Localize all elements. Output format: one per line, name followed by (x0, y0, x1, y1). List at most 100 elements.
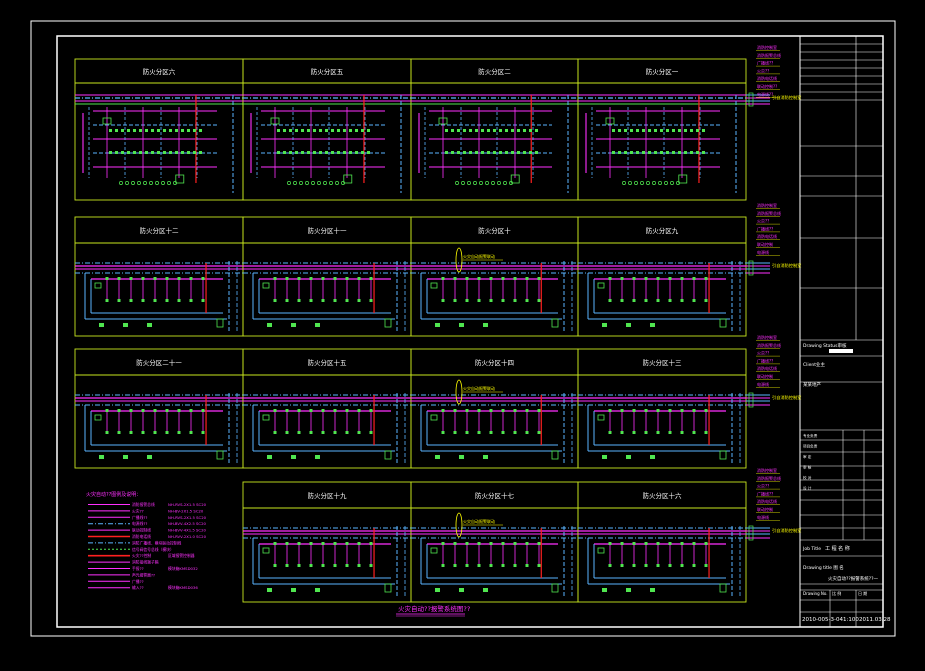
device-symbol (147, 455, 152, 459)
device-symbol (139, 151, 142, 154)
device-symbol (297, 277, 301, 280)
cable-label: 消防控制室 (757, 202, 777, 208)
zone-title: 防火分区十六 (643, 491, 683, 500)
device-symbol (151, 151, 154, 154)
zone-border (577, 216, 747, 337)
device-symbol (525, 542, 529, 545)
legend-label: 消防报警总线 (132, 502, 155, 507)
device-symbol (349, 129, 352, 132)
device-symbol (493, 151, 496, 154)
device-symbol (626, 455, 631, 459)
tap-label: 引自消防控制室 (772, 262, 801, 269)
device-symbol (459, 455, 464, 459)
device-symbol (459, 588, 464, 592)
device-symbol (267, 323, 272, 327)
device-symbol (668, 564, 672, 567)
device-symbol (537, 542, 541, 545)
module-box (605, 117, 615, 125)
device-symbol (309, 431, 313, 434)
device-symbol (337, 151, 340, 154)
device-symbol (301, 129, 304, 132)
device-symbol (141, 299, 145, 302)
device-symbol (325, 151, 328, 154)
device-symbol (333, 542, 337, 545)
cable-label: 火灾?? (757, 350, 769, 356)
device-symbol (692, 409, 696, 412)
legend-label: 火灾??控制 (132, 553, 151, 558)
cable-label: 消防电话线 (757, 365, 777, 371)
device-symbol (692, 542, 696, 545)
zone-title: 防火分区十四 (475, 358, 514, 367)
device-symbol (117, 409, 121, 412)
legend-label: 广播?? (132, 579, 144, 584)
device-symbol (529, 129, 532, 132)
device-symbol (477, 564, 481, 567)
device-symbol (151, 129, 154, 132)
device-symbol (321, 409, 325, 412)
fire-zone-panel: 防火分区二十一 (74, 348, 244, 469)
device-symbol (115, 129, 118, 132)
legend-label: 联动控制线 (132, 528, 151, 533)
device-symbol (267, 455, 272, 459)
approval-label: 审 核 (803, 465, 812, 470)
device-symbol (297, 431, 301, 434)
device-symbol (451, 151, 454, 154)
fire-zone-panel: 防火分区十五 (242, 348, 412, 469)
device-symbol (141, 277, 145, 280)
device-symbol (678, 129, 681, 132)
device-symbol (175, 129, 178, 132)
device-symbol (315, 588, 320, 592)
device-symbol (133, 151, 136, 154)
fire-zone-panel: 防火分区六 (74, 58, 244, 201)
device-symbol (654, 129, 657, 132)
cable-label: 消防报警总线 (757, 342, 781, 348)
module-box (597, 282, 605, 289)
device-symbol (513, 277, 517, 280)
device-symbol (489, 431, 493, 434)
device-symbol (187, 129, 190, 132)
device-symbol (291, 455, 296, 459)
zone-title: 防火分区二十一 (136, 358, 182, 367)
cable-label: 火灾?? (757, 67, 769, 73)
detector-symbol (299, 181, 303, 185)
device-symbol (435, 455, 440, 459)
zone-border (577, 58, 747, 201)
device-symbol (465, 277, 469, 280)
device-symbol (273, 277, 277, 280)
device-symbol (475, 129, 478, 132)
approval-label: 审 定 (803, 454, 812, 459)
drawing-title-label: Drawing title 图 名 (803, 564, 844, 571)
device-symbol (511, 151, 514, 154)
device-symbol (309, 564, 313, 567)
device-symbol (277, 129, 280, 132)
device-symbol (445, 129, 448, 132)
module-box (597, 547, 605, 554)
device-symbol (309, 277, 313, 280)
device-symbol (273, 542, 277, 545)
device-symbol (285, 542, 289, 545)
device-symbol (668, 409, 672, 412)
device-symbol (505, 151, 508, 154)
device-symbol (501, 409, 505, 412)
device-symbol (165, 277, 169, 280)
riser-ellipse (455, 512, 463, 538)
device-symbol (117, 277, 121, 280)
device-symbol (612, 151, 615, 154)
device-symbol (147, 323, 152, 327)
module-box (102, 117, 112, 125)
zone-row-1: 防火分区六防火分区五防火分区二防火分区一 (74, 58, 747, 201)
drawing-status-stamp (829, 349, 853, 353)
device-symbol (656, 299, 660, 302)
device-symbol (201, 299, 205, 302)
device-symbol (153, 299, 157, 302)
module-box (719, 450, 727, 460)
diagram-caption-group: 火灾自动??报警系统图?? (396, 604, 470, 617)
detector-symbol (497, 181, 501, 185)
device-symbol (513, 564, 517, 567)
device-symbol (285, 409, 289, 412)
detector-symbol (155, 181, 159, 185)
legend-label: 手报?? (132, 566, 144, 571)
device-symbol (644, 431, 648, 434)
